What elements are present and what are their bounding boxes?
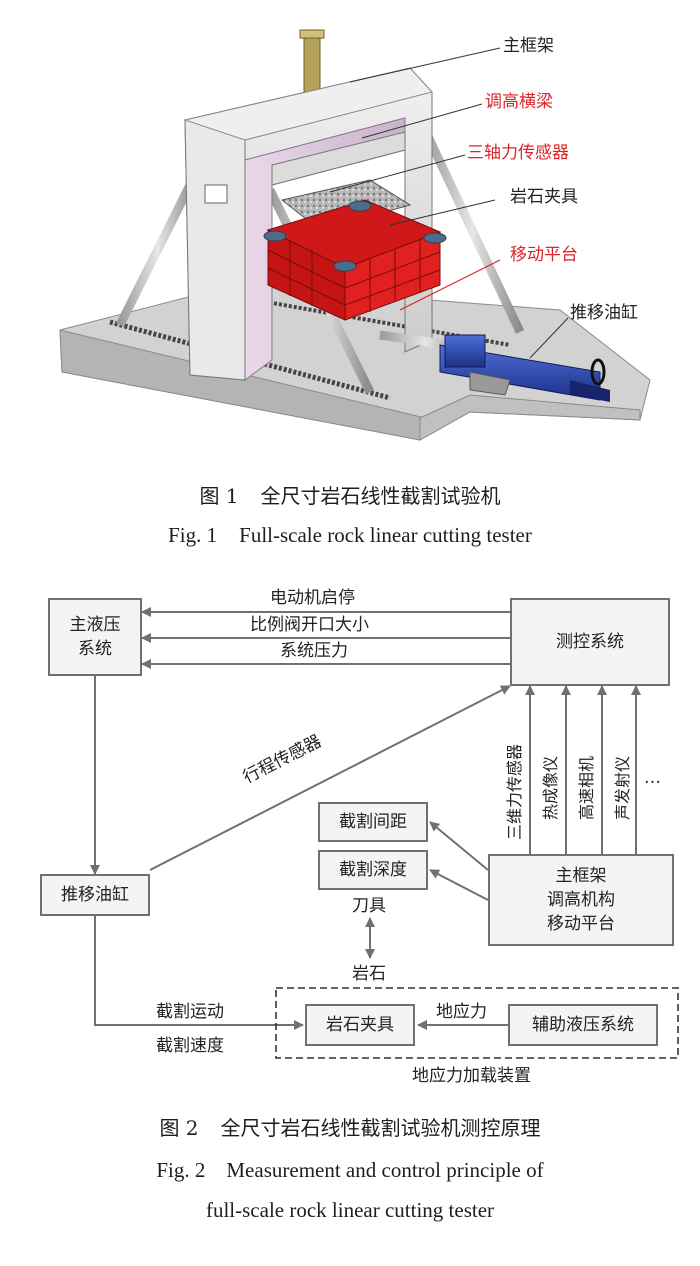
- figure-1-title-cn: 全尺寸岩石线性截割试验机: [260, 484, 501, 508]
- main-hydraulic-system-box: 主液压 系统: [48, 598, 142, 676]
- callout-moving-platform: 移动平台: [510, 245, 578, 265]
- tool-label: 刀具: [352, 896, 386, 916]
- figure-2-diagram: 主液压 系统 测控系统 推移油缸 截割间距 截割深度 主框架 调高机构 移动平台…: [0, 570, 700, 1100]
- figure-2-number-cn: 图 2: [159, 1116, 199, 1140]
- rock-cutting-tester-illustration: [59, 29, 651, 441]
- valve-opening-label: 比例阀开口大小: [250, 615, 369, 635]
- diagram-connectors: [90, 607, 679, 1059]
- main-frame-height-platform-box: 主框架 调高机构 移动平台: [488, 854, 674, 946]
- cutting-depth-box: 截割深度: [318, 850, 428, 890]
- acoustic-emission-label: 声发射仪: [613, 755, 632, 820]
- callout-push-cylinder: 推移油缸: [570, 303, 638, 323]
- ground-stress-device-label: 地应力加载装置: [412, 1066, 531, 1086]
- callout-rock-clamp: 岩石夹具: [510, 187, 578, 207]
- callout-triaxial-sensor: 三轴力传感器: [467, 143, 569, 163]
- rock-clamp-box: 岩石夹具: [305, 1004, 415, 1046]
- ground-stress-device-boundary: [275, 987, 679, 1059]
- push-cylinder-box: 推移油缸: [40, 874, 150, 916]
- figure-1-title-en: Full-scale rock linear cutting tester: [239, 523, 532, 547]
- rock-label: 岩石: [352, 964, 386, 984]
- figure-2-title-cn: 全尺寸岩石线性截割试验机测控原理: [220, 1116, 541, 1140]
- figure-2-caption-en-line2: full-scale rock linear cutting tester: [205, 1198, 495, 1222]
- callout-adjusting-beam: 调高横梁: [485, 92, 553, 112]
- figure-1-caption-en: Fig. 1 Full-scale rock linear cutting tes…: [0, 523, 700, 548]
- auxiliary-hydraulic-system-box: 辅助液压系统: [508, 1004, 658, 1046]
- figure-1-number-en: Fig. 1: [168, 523, 218, 547]
- ground-stress-label: 地应力: [436, 1002, 487, 1022]
- figure-2-caption-cn: 图 2 全尺寸岩石线性截割试验机测控原理: [0, 1112, 700, 1141]
- system-pressure-label: 系统压力: [280, 641, 348, 661]
- figure-1: 主框架 调高横梁 三轴力传感器 岩石夹具 移动平台 推移油缸: [0, 0, 700, 455]
- cutting-speed-label: 截割速度: [156, 1036, 224, 1056]
- triaxial-force-sensor-label: 三维力传感器: [505, 743, 524, 840]
- measurement-control-system-box: 测控系统: [510, 598, 670, 686]
- cutting-motion-label: 截割运动: [156, 1002, 224, 1022]
- figure-2-caption-en-line1: Fig. 2 Measurement and control principle…: [156, 1158, 544, 1182]
- high-speed-camera-label: 高速相机: [577, 755, 596, 820]
- figure-1-caption-cn: 图 1 全尺寸岩石线性截割试验机: [0, 480, 700, 509]
- cutting-spacing-box: 截割间距: [318, 802, 428, 842]
- callout-main-frame: 主框架: [503, 36, 554, 56]
- figure-1-number-cn: 图 1: [199, 484, 239, 508]
- motor-start-stop-label: 电动机启停: [270, 588, 355, 608]
- more-sensors-ellipsis: …: [644, 768, 661, 788]
- thermal-imager-label: 热成像仪: [541, 755, 560, 820]
